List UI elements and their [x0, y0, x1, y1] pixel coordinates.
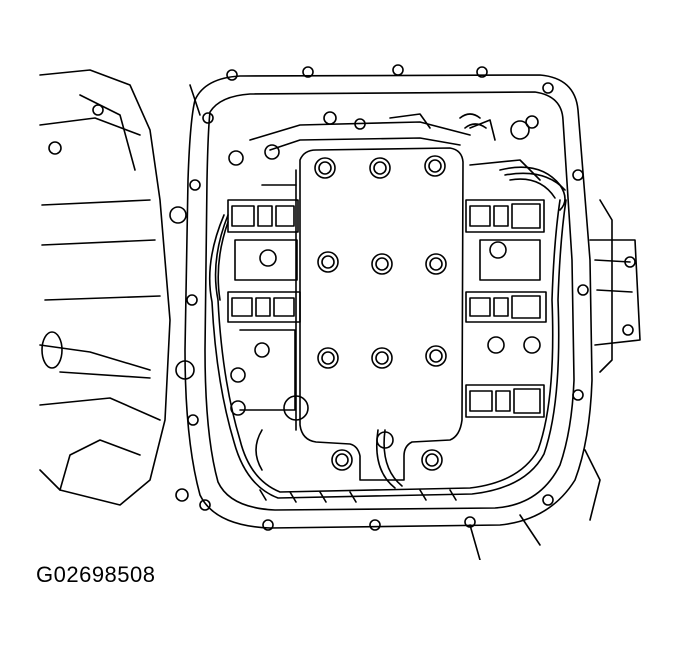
valve-body-illustration	[0, 0, 679, 560]
valve-plate	[296, 148, 463, 480]
transmission-case	[40, 70, 200, 505]
top-details	[250, 112, 470, 150]
plate-bolts	[315, 156, 446, 470]
right-solenoids	[466, 116, 546, 417]
wire-harness	[210, 114, 566, 502]
figure-code: G02698508	[36, 562, 156, 587]
right-bracket	[470, 200, 640, 560]
left-solenoids	[228, 145, 308, 470]
oil-pan-flange	[185, 65, 592, 530]
